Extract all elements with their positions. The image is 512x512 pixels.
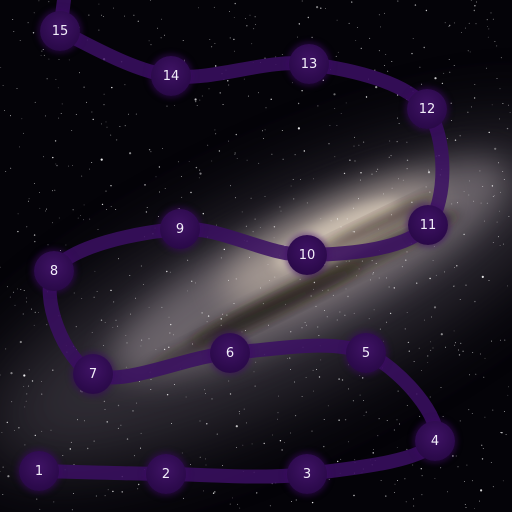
level-node-15[interactable]: 15 [40,11,80,51]
level-node-label: 13 [300,56,318,72]
level-node-label: 14 [162,68,180,84]
level-node-11[interactable]: 11 [408,205,448,245]
level-node-label: 15 [51,23,69,39]
level-node-2[interactable]: 2 [146,454,186,494]
level-node-12[interactable]: 12 [407,89,447,129]
level-node-8[interactable]: 8 [34,251,74,291]
level-node-4[interactable]: 4 [415,421,455,461]
level-node-label: 6 [225,345,235,361]
level-node-label: 3 [302,466,312,482]
level-node-label: 12 [418,101,436,117]
level-node-label: 4 [430,433,440,449]
level-node-10[interactable]: 10 [287,235,327,275]
level-node-label: 8 [49,263,59,279]
level-node-label: 1 [34,463,44,479]
level-node-5[interactable]: 5 [346,333,386,373]
level-node-9[interactable]: 9 [160,209,200,249]
level-node-label: 7 [88,366,98,382]
level-route [32,0,450,484]
level-node-7[interactable]: 7 [73,354,113,394]
level-node-6[interactable]: 6 [210,333,250,373]
level-node-14[interactable]: 14 [151,56,191,96]
level-node-label: 5 [361,345,371,361]
level-node-label: 2 [161,466,171,482]
level-node-1[interactable]: 1 [19,451,59,491]
level-node-3[interactable]: 3 [287,454,327,494]
level-node-label: 11 [419,217,437,233]
level-node-label: 10 [298,247,316,263]
level-node-label: 9 [175,221,185,237]
level-node-13[interactable]: 13 [289,44,329,84]
